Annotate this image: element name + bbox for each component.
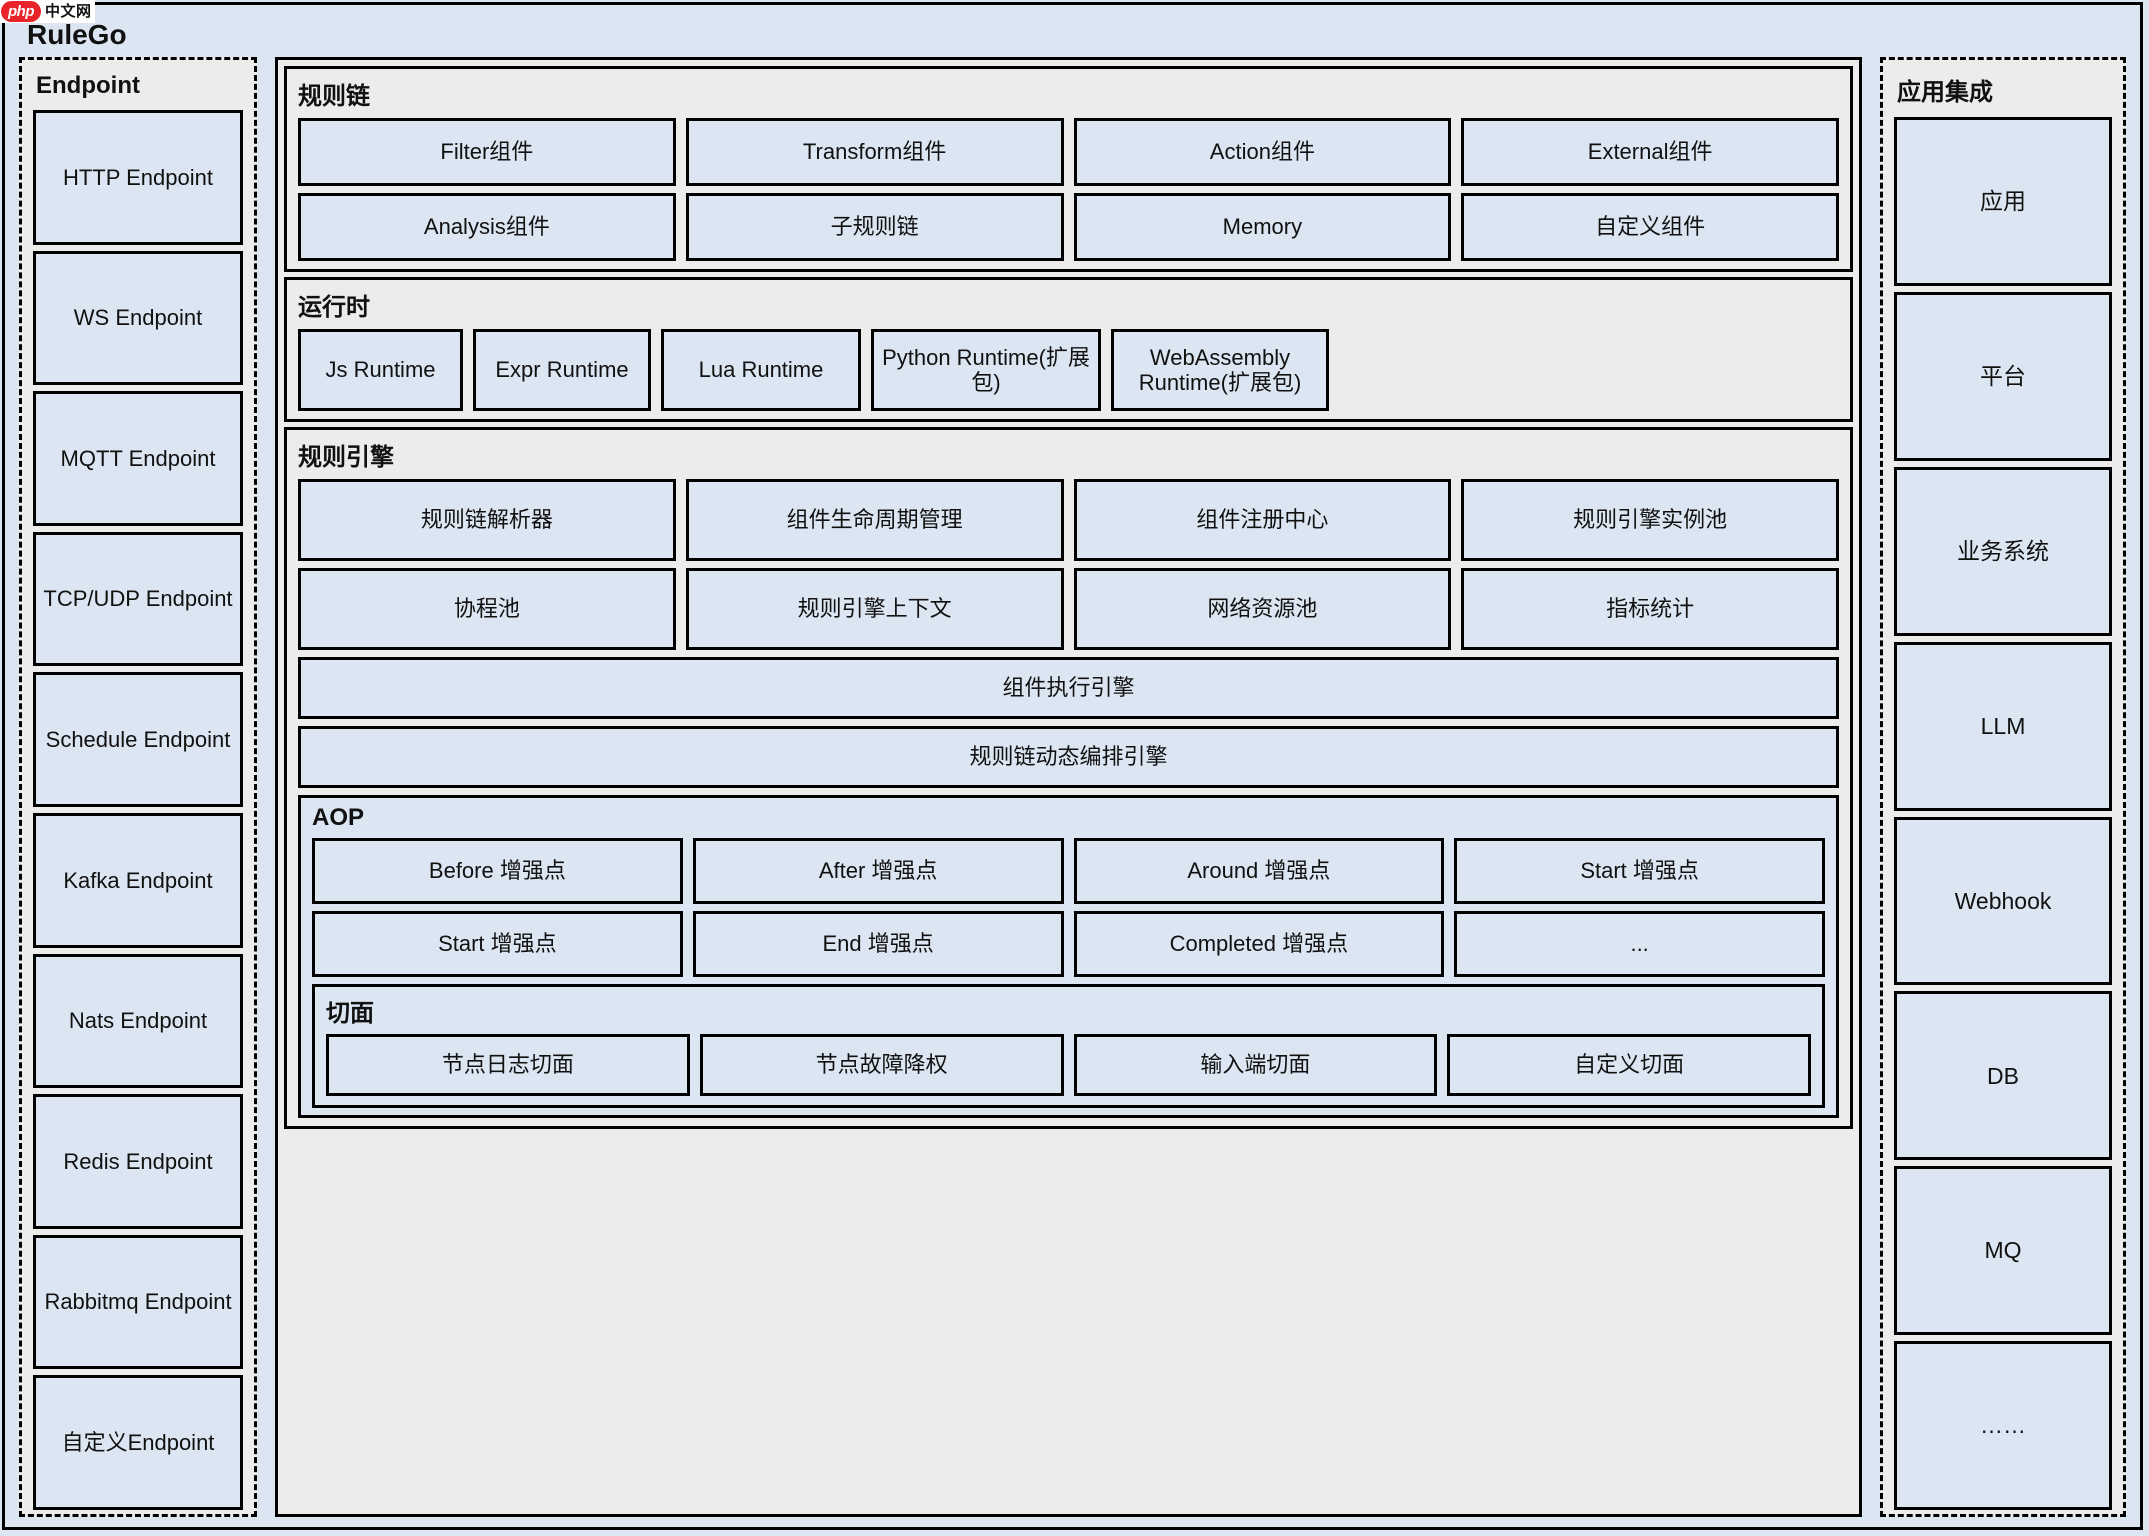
aop-start-2[interactable]: Start 增强点	[312, 911, 683, 977]
runtime-webassembly[interactable]: WebAssembly Runtime(扩展包)	[1111, 329, 1329, 411]
integration-item-platform[interactable]: 平台	[1894, 291, 2112, 461]
php-logo-icon: php	[1, 1, 41, 22]
component-filter[interactable]: Filter组件	[298, 118, 676, 186]
endpoint-item-redis[interactable]: Redis Endpoint	[33, 1094, 243, 1229]
aop-more[interactable]: ...	[1454, 911, 1825, 977]
aop-after[interactable]: After 增强点	[692, 838, 1064, 904]
engine-network-resource-pool[interactable]: 网络资源池	[1073, 568, 1452, 650]
aop-end[interactable]: End 增强点	[692, 911, 1064, 977]
engine-context[interactable]: 规则引擎上下文	[685, 568, 1064, 650]
endpoint-panel-title: Endpoint	[36, 72, 140, 99]
architecture-columns: Endpoint HTTP Endpoint WS Endpoint MQTT …	[5, 49, 2140, 1527]
engine-metrics[interactable]: 指标统计	[1461, 568, 1839, 650]
aspect-title: 切面	[326, 1000, 374, 1027]
aspect-node-log[interactable]: 节点日志切面	[326, 1034, 690, 1096]
integration-panel: 应用集成 应用 平台 业务系统 LLM Webhook DB MQ ……	[1880, 57, 2126, 1517]
php-watermark: php 中文网	[0, 0, 95, 23]
rule-engine-row-3: 组件执行引擎	[287, 657, 1850, 726]
rule-engine-row-1: 规则链解析器 组件生命周期管理 组件注册中心 规则引擎实例池	[287, 479, 1850, 568]
rule-chain-section: 规则链 Filter组件 Transform组件 Action组件 Extern…	[284, 66, 1853, 272]
engine-component-registry[interactable]: 组件注册中心	[1073, 479, 1452, 561]
watermark-label: 中文网	[45, 3, 92, 20]
aspect-input-endpoint[interactable]: 输入端切面	[1073, 1034, 1438, 1096]
endpoint-item-kafka[interactable]: Kafka Endpoint	[33, 812, 243, 948]
aspect-section: 切面 节点日志切面 节点故障降权 输入端切面 自定义切面	[312, 984, 1825, 1108]
runtime-lua[interactable]: Lua Runtime	[661, 329, 861, 411]
runtime-section: 运行时 Js Runtime Expr Runtime Lua Runtime …	[284, 277, 1853, 422]
runtime-python[interactable]: Python Runtime(扩展包)	[871, 329, 1101, 411]
component-sub-rule-chain[interactable]: 子规则链	[685, 193, 1064, 261]
runtime-title: 运行时	[298, 294, 370, 321]
endpoint-item-schedule[interactable]: Schedule Endpoint	[33, 672, 243, 807]
endpoint-item-custom[interactable]: 自定义Endpoint	[33, 1375, 243, 1510]
aop-completed[interactable]: Completed 增强点	[1073, 911, 1445, 977]
engine-dynamic-orchestration[interactable]: 规则链动态编排引擎	[298, 726, 1839, 788]
aspect-row: 节点日志切面 节点故障降权 输入端切面 自定义切面	[315, 1034, 1822, 1096]
endpoint-item-nats[interactable]: Nats Endpoint	[33, 953, 243, 1089]
component-external[interactable]: External组件	[1461, 118, 1839, 186]
endpoint-list: HTTP Endpoint WS Endpoint MQTT Endpoint …	[22, 110, 254, 1514]
rule-chain-title: 规则链	[298, 83, 370, 110]
engine-component-lifecycle[interactable]: 组件生命周期管理	[685, 479, 1064, 561]
integration-item-business-system[interactable]: 业务系统	[1894, 466, 2112, 636]
aspect-custom[interactable]: 自定义切面	[1447, 1034, 1811, 1096]
aop-row-2: Start 增强点 End 增强点 Completed 增强点 ...	[301, 911, 1836, 984]
component-analysis[interactable]: Analysis组件	[298, 193, 676, 261]
integration-item-db[interactable]: DB	[1894, 991, 2112, 1161]
integration-item-mq[interactable]: MQ	[1894, 1166, 2112, 1336]
aop-before[interactable]: Before 增强点	[312, 838, 683, 904]
runtime-js[interactable]: Js Runtime	[298, 329, 463, 411]
component-memory[interactable]: Memory	[1073, 193, 1452, 261]
page-title: RuleGo	[27, 19, 127, 50]
engine-goroutine-pool[interactable]: 协程池	[298, 568, 676, 650]
core-panel: 规则链 Filter组件 Transform组件 Action组件 Extern…	[275, 57, 1862, 1517]
rule-engine-row-2: 协程池 规则引擎上下文 网络资源池 指标统计	[287, 568, 1850, 657]
aop-section: AOP Before 增强点 After 增强点 Around 增强点 Star…	[298, 795, 1839, 1118]
aop-wrapper: AOP Before 增强点 After 增强点 Around 增强点 Star…	[287, 795, 1850, 1118]
rule-chain-row-2: Analysis组件 子规则链 Memory 自定义组件	[287, 193, 1850, 261]
endpoint-item-tcp-udp[interactable]: TCP/UDP Endpoint	[33, 531, 243, 667]
integration-item-llm[interactable]: LLM	[1894, 641, 2112, 811]
component-action[interactable]: Action组件	[1073, 118, 1452, 186]
endpoint-item-http[interactable]: HTTP Endpoint	[33, 110, 243, 245]
runtime-expr[interactable]: Expr Runtime	[473, 329, 651, 411]
rule-engine-title: 规则引擎	[298, 444, 394, 471]
integration-item-webhook[interactable]: Webhook	[1894, 816, 2112, 986]
component-transform[interactable]: Transform组件	[685, 118, 1064, 186]
aop-row-1: Before 增强点 After 增强点 Around 增强点 Start 增强…	[301, 838, 1836, 911]
aspect-node-fault-degrade[interactable]: 节点故障降权	[699, 1034, 1064, 1096]
engine-component-executor[interactable]: 组件执行引擎	[298, 657, 1839, 719]
runtime-row: Js Runtime Expr Runtime Lua Runtime Pyth…	[287, 329, 1850, 411]
integration-panel-title: 应用集成	[1897, 79, 1993, 106]
component-custom[interactable]: 自定义组件	[1461, 193, 1839, 261]
rule-engine-section: 规则引擎 规则链解析器 组件生命周期管理 组件注册中心 规则引擎实例池 协程池 …	[284, 427, 1853, 1129]
engine-rule-chain-parser[interactable]: 规则链解析器	[298, 479, 676, 561]
aop-title: AOP	[312, 804, 365, 831]
integration-item-more[interactable]: ……	[1894, 1341, 2112, 1510]
endpoint-item-ws[interactable]: WS Endpoint	[33, 250, 243, 386]
endpoint-panel: Endpoint HTTP Endpoint WS Endpoint MQTT …	[19, 57, 257, 1517]
rule-chain-row-1: Filter组件 Transform组件 Action组件 External组件	[287, 118, 1850, 193]
aop-start-1[interactable]: Start 增强点	[1454, 838, 1825, 904]
endpoint-item-mqtt[interactable]: MQTT Endpoint	[33, 391, 243, 526]
engine-instance-pool[interactable]: 规则引擎实例池	[1461, 479, 1839, 561]
integration-item-app[interactable]: 应用	[1894, 117, 2112, 286]
rule-engine-row-4: 规则链动态编排引擎	[287, 726, 1850, 795]
endpoint-item-rabbitmq[interactable]: Rabbitmq Endpoint	[33, 1234, 243, 1370]
aop-around[interactable]: Around 增强点	[1073, 838, 1445, 904]
integration-list: 应用 平台 业务系统 LLM Webhook DB MQ ……	[1883, 117, 2123, 1514]
